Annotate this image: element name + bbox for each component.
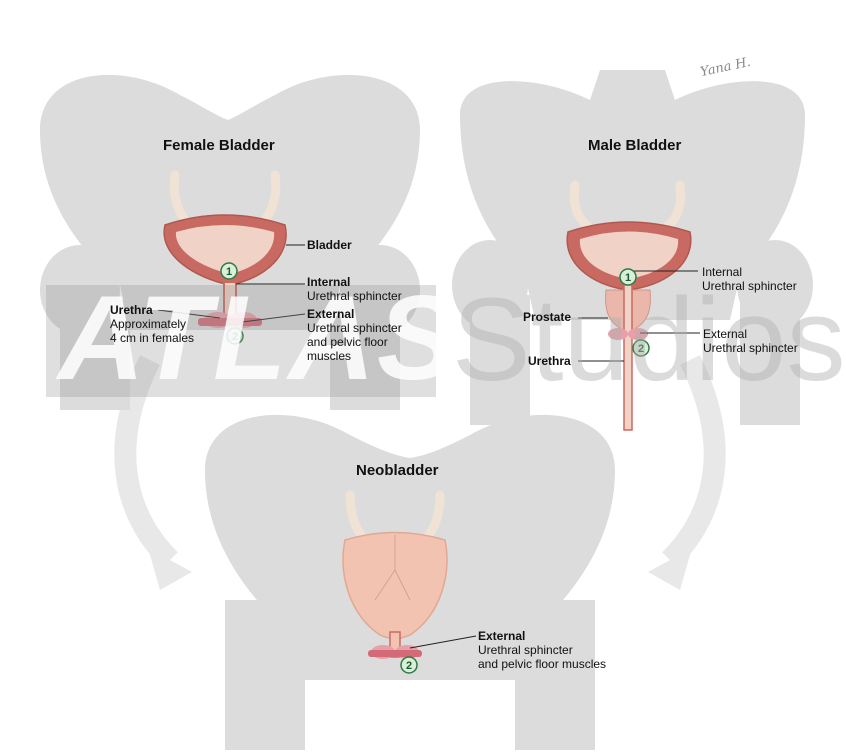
female-external-line3: muscles (307, 349, 351, 363)
watermark-studios: Studios (452, 280, 846, 400)
female-external-label: External (307, 307, 354, 321)
female-external-line2: and pelvic floor (307, 335, 388, 349)
female-title: Female Bladder (163, 137, 275, 154)
female-urethra-line1: Approximately (110, 317, 186, 331)
neo-external-label: External (478, 629, 525, 643)
male-internal-line2: Urethral sphincter (702, 279, 797, 293)
female-internal-label: Internal (307, 275, 350, 289)
neo-title: Neobladder (356, 462, 439, 479)
female-external-line1: Urethral sphincter (307, 321, 402, 335)
marker-2-neo: 2 (401, 657, 417, 673)
male-prostate-label: Prostate (523, 310, 571, 324)
male-urethra-label: Urethra (528, 354, 571, 368)
female-internal-text: Urethral sphincter (307, 289, 402, 303)
female-urethra-label: Urethra (110, 303, 153, 317)
male-title: Male Bladder (588, 137, 681, 154)
female-urethra-line2: 4 cm in females (110, 331, 194, 345)
male-external-line1: External (703, 327, 747, 341)
neo-external-line2: and pelvic floor muscles (478, 657, 606, 671)
male-internal-line1: Internal (702, 265, 742, 279)
marker-2-neo-label: 2 (406, 660, 412, 672)
male-external-line2: Urethral sphincter (703, 341, 798, 355)
neo-external-line1: Urethral sphincter (478, 643, 573, 657)
female-bladder-label: Bladder (307, 238, 352, 252)
